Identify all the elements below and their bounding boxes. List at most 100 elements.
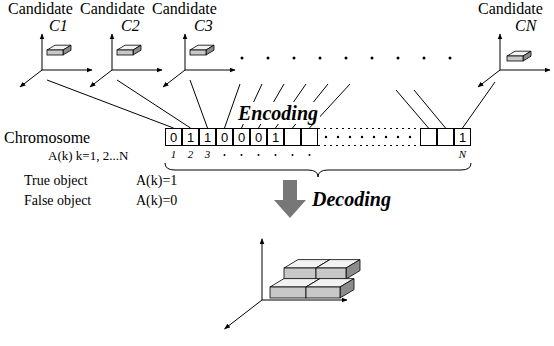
axis-line bbox=[112, 34, 113, 70]
axis-line bbox=[90, 70, 112, 87]
legend-value: A(k)=0 bbox=[136, 193, 177, 208]
legend-note: True object bbox=[24, 173, 88, 188]
index-dot bbox=[309, 154, 311, 156]
ellipsis-dot bbox=[449, 57, 452, 60]
box-front bbox=[316, 268, 346, 279]
axis-line bbox=[42, 70, 92, 71]
ellipsis-dot bbox=[385, 136, 387, 138]
ellipsis-dot bbox=[337, 136, 339, 138]
box-side bbox=[206, 45, 214, 55]
ellipsis-dot bbox=[397, 57, 400, 60]
encoding-line bbox=[414, 90, 446, 128]
box-front bbox=[306, 287, 340, 298]
legend-note: False object bbox=[24, 193, 91, 208]
axis-line bbox=[262, 239, 263, 300]
ellipsis-dot bbox=[241, 57, 244, 60]
ellipsis-dot bbox=[267, 57, 270, 60]
gene-value: 1 bbox=[187, 131, 194, 144]
empty-gene-cell bbox=[285, 129, 301, 146]
decoded-object bbox=[225, 239, 360, 329]
gene-value: 1 bbox=[272, 131, 279, 144]
candidate-symbol: C3 bbox=[194, 17, 213, 35]
encoding-line bbox=[396, 90, 429, 128]
box-front bbox=[190, 50, 206, 55]
ellipsis-dot bbox=[423, 57, 426, 60]
gene-cell: 0 bbox=[216, 128, 233, 146]
decoding-arrow bbox=[274, 180, 306, 218]
ellipsis-dot bbox=[373, 136, 375, 138]
empty-gene-cell bbox=[438, 129, 454, 146]
gene-cell: 0 bbox=[250, 128, 267, 146]
ellipsis-dot bbox=[361, 136, 363, 138]
gene-cell: 1 bbox=[267, 128, 284, 146]
gene-value: 0 bbox=[255, 131, 262, 144]
empty-gene-cell bbox=[302, 129, 318, 146]
axis-line bbox=[500, 70, 550, 71]
gene-value: 0 bbox=[221, 131, 228, 144]
encoding-line bbox=[117, 80, 191, 128]
index-dot bbox=[292, 154, 294, 156]
box-front bbox=[507, 56, 523, 61]
gene-value: 0 bbox=[238, 131, 245, 144]
candidate-label: Candidate bbox=[8, 0, 73, 18]
gene-cell: 1 bbox=[182, 128, 199, 146]
axis-line bbox=[112, 70, 162, 71]
row-edge bbox=[318, 128, 420, 129]
candidate-label: Candidate bbox=[152, 0, 217, 18]
empty-gene-cell bbox=[421, 129, 437, 146]
candidate-label: Candidate bbox=[478, 0, 543, 18]
candidate-icons bbox=[20, 34, 550, 87]
gene-cell: 1 bbox=[454, 128, 471, 146]
axis-line bbox=[478, 70, 500, 87]
ellipsis-dot bbox=[319, 57, 322, 60]
ellipsis-dot bbox=[349, 136, 351, 138]
index-dot bbox=[241, 154, 243, 156]
row-edge bbox=[318, 145, 420, 146]
axis-line bbox=[163, 70, 185, 87]
gene-value: 1 bbox=[204, 131, 211, 144]
index-dot bbox=[224, 154, 226, 156]
gene-cell: 0 bbox=[165, 128, 182, 146]
box-side bbox=[523, 51, 531, 61]
legend-value: A(k)=1 bbox=[136, 173, 177, 188]
index-dot bbox=[258, 154, 260, 156]
gene-cell: 1 bbox=[199, 128, 216, 146]
box-side bbox=[340, 279, 354, 298]
candidate-symbol: C2 bbox=[121, 17, 140, 35]
ellipsis-dot bbox=[409, 136, 411, 138]
box-side bbox=[133, 45, 141, 55]
index-number: 2 bbox=[188, 148, 194, 160]
axis-line bbox=[185, 34, 186, 70]
gene-value: 1 bbox=[459, 131, 466, 144]
axis-line bbox=[225, 300, 262, 329]
gene-value: 0 bbox=[170, 131, 177, 144]
encoding-line bbox=[190, 80, 208, 128]
box-front bbox=[270, 287, 306, 298]
index-number: 3 bbox=[205, 148, 211, 160]
axis-line bbox=[42, 34, 43, 70]
axis-line bbox=[185, 70, 235, 71]
ellipsis-dot bbox=[345, 57, 348, 60]
ellipsis-dot bbox=[371, 57, 374, 60]
brace bbox=[165, 163, 471, 177]
index-range: A(k) k=1, 2...N bbox=[48, 149, 128, 163]
index-number: N bbox=[459, 148, 466, 160]
index-number: 1 bbox=[171, 148, 177, 160]
box-front bbox=[284, 268, 316, 279]
box-side bbox=[63, 45, 71, 55]
box-front bbox=[47, 50, 63, 55]
candidate-label: Candidate bbox=[80, 0, 145, 18]
row-title: Chromosome bbox=[4, 129, 90, 147]
ellipsis-dot bbox=[397, 136, 399, 138]
axis-line bbox=[262, 300, 347, 301]
gene-cell: 0 bbox=[233, 128, 250, 146]
box-front bbox=[117, 50, 133, 55]
candidate-symbol: CN bbox=[515, 17, 536, 35]
encoding-line bbox=[463, 82, 496, 128]
ellipsis-dot bbox=[325, 136, 327, 138]
axis-line bbox=[20, 70, 42, 87]
candidate-symbol: C1 bbox=[49, 17, 68, 35]
encoding-lines bbox=[47, 80, 495, 128]
index-dot bbox=[275, 154, 277, 156]
